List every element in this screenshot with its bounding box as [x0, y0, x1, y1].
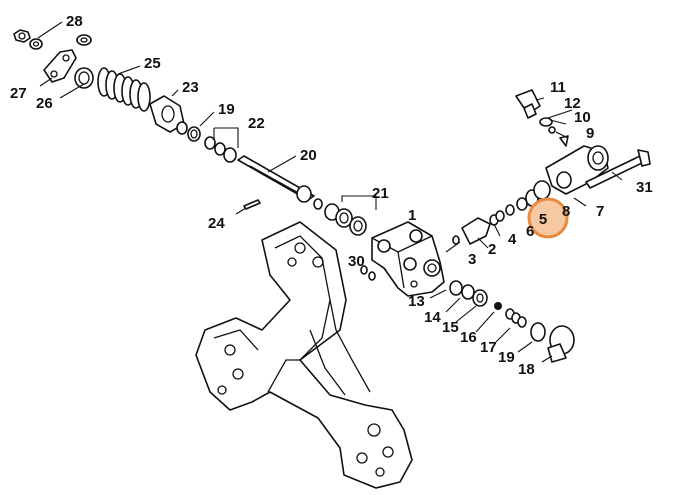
callout-19-lower[interactable]: 19 — [498, 349, 515, 366]
callout-20[interactable]: 20 — [300, 147, 317, 164]
callout-1[interactable]: 1 — [408, 207, 416, 224]
callout-30[interactable]: 30 — [348, 253, 365, 270]
callout-8[interactable]: 8 — [562, 203, 570, 220]
callout-13[interactable]: 13 — [408, 293, 425, 310]
callout-14[interactable]: 14 — [424, 309, 441, 326]
callout-10[interactable]: 10 — [574, 109, 591, 126]
callout-labels: 28 27 26 25 23 19 22 20 21 24 1 30 2 3 4… — [10, 13, 653, 378]
leader-lines — [37, 21, 623, 363]
callout-26[interactable]: 26 — [36, 95, 53, 112]
callout-7[interactable]: 7 — [596, 203, 604, 220]
callout-24[interactable]: 24 — [208, 215, 225, 232]
upper-left-assembly — [13, 29, 377, 281]
callout-16[interactable]: 16 — [460, 329, 477, 346]
callout-22[interactable]: 22 — [248, 115, 265, 132]
highlight-circle — [527, 197, 569, 239]
callout-9[interactable]: 9 — [586, 125, 594, 142]
callout-25[interactable]: 25 — [144, 55, 161, 72]
bracket-frame — [195, 221, 413, 489]
callout-17[interactable]: 17 — [480, 339, 497, 356]
callout-4[interactable]: 4 — [508, 231, 517, 248]
right-assembly — [449, 89, 651, 363]
callout-28[interactable]: 28 — [66, 13, 83, 30]
callout-21[interactable]: 21 — [372, 185, 389, 202]
callout-12[interactable]: 12 — [564, 95, 581, 112]
callout-11[interactable]: 11 — [550, 79, 566, 96]
callout-18[interactable]: 18 — [518, 361, 535, 378]
callout-19-upper[interactable]: 19 — [218, 101, 235, 118]
valve-body — [371, 221, 445, 297]
callout-27[interactable]: 27 — [10, 85, 27, 102]
callout-3[interactable]: 3 — [468, 251, 476, 268]
callout-5[interactable]: 5 — [539, 211, 547, 228]
callout-23[interactable]: 23 — [182, 79, 199, 96]
callout-6[interactable]: 6 — [526, 223, 534, 240]
callout-15[interactable]: 15 — [442, 319, 459, 336]
callout-2[interactable]: 2 — [488, 241, 496, 258]
callout-31[interactable]: 31 — [636, 179, 653, 196]
